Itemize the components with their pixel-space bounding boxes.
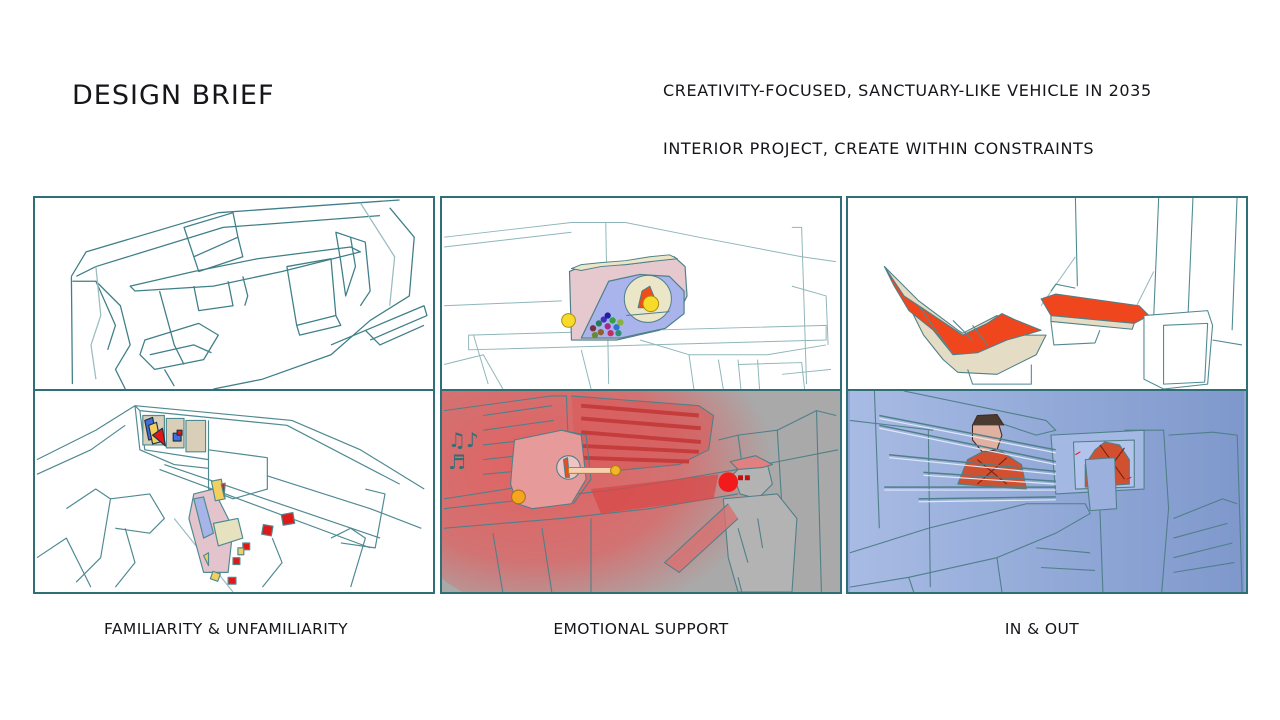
blue-interior-slats-sketch	[849, 391, 1245, 592]
panel-emotional-bottom: ♫♪ ♬	[440, 389, 842, 594]
caption-emotional-support: EMOTIONAL SUPPORT	[553, 620, 729, 638]
brief-subtitle-project: INTERIOR PROJECT, CREATE WITHIN CONSTRAI…	[663, 139, 1095, 158]
dispenser-device-sketch	[444, 221, 836, 389]
panel-emotional-top	[440, 196, 842, 391]
caption-in-out: IN & OUT	[1004, 620, 1080, 638]
caption-familiarity: FAMILIARITY & UNFAMILIARITY	[104, 620, 348, 638]
interior-topview-sketch	[70, 199, 428, 389]
page-title: DESIGN BRIEF	[72, 80, 275, 111]
panel-familiarity-top	[33, 196, 435, 391]
interior-shelf-blocks-sketch	[36, 405, 425, 592]
panel-familiarity-bottom	[33, 389, 435, 594]
music-notes-icon: ♫♪ ♬	[448, 428, 486, 474]
panel-inout-top	[846, 196, 1248, 391]
orange-seats-sketch	[883, 198, 1243, 389]
panel-inout-bottom	[846, 389, 1248, 594]
music-device-figure-sketch	[442, 391, 839, 592]
brief-subtitle-vehicle: CREATIVITY-FOCUSED, SANCTUARY-LIKE VEHIC…	[663, 81, 1152, 100]
